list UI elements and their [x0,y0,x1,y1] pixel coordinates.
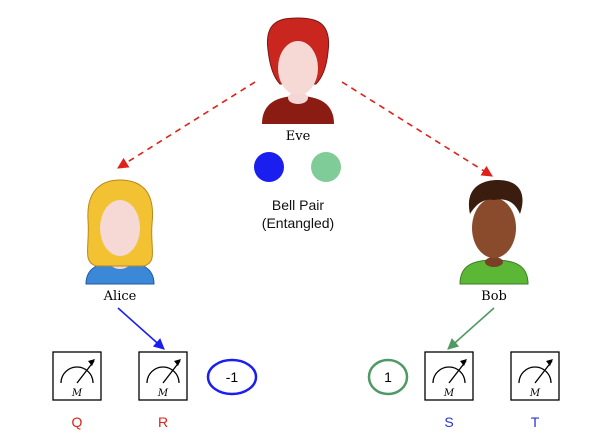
bob-to-s-arrow [447,307,495,350]
meter-symbol: M [71,388,83,399]
alice-label: Alice [103,289,137,304]
meter-r: MR [138,351,188,430]
bob-result-value: 1 [384,369,392,385]
bob-label: Bob [481,289,507,304]
meter-s: MS [424,351,474,430]
alice-avatar [85,179,155,285]
bell-pair-qubit-blue [254,152,284,182]
bob-face [472,198,516,258]
meter-label-s: S [444,414,453,430]
eve-avatar [262,17,334,124]
alice-to-r-arrow [117,307,165,350]
meter-q: MQ [52,351,102,430]
meter-symbol: M [157,388,169,399]
eve-to-alice-arrow [117,81,256,169]
eve-shirt [262,96,334,124]
meter-needle-head [174,359,181,366]
meter-label-q: Q [72,414,83,430]
meter-dial-arc [60,366,94,384]
alice-result-ellipse [206,358,258,396]
alice-result-value: -1 [226,369,239,385]
eve-label: Eve [286,129,311,144]
eve-to-bob-arrow [341,81,493,177]
meter-dial-arc [146,366,180,384]
bob-hair [468,180,523,214]
meter-label-r: R [158,414,168,430]
bell-pair-title: Bell Pair [272,197,324,213]
meter-symbol: M [529,388,541,399]
meter-needle-head [546,359,553,366]
bell-pair-subtitle: (Entangled) [262,215,334,231]
meter-dial-arc [518,366,552,384]
alice-face [100,200,140,256]
meter-t: MT [510,351,560,430]
bell-pair-qubit-green [311,152,341,182]
bob-result-ellipse [367,358,409,396]
meter-needle-head [460,359,467,366]
eve-face [278,41,318,95]
bob-avatar [459,180,529,285]
meter-label-t: T [531,414,540,430]
meter-symbol: M [443,388,455,399]
meter-dial-arc [432,366,466,384]
meter-needle-head [88,359,95,366]
